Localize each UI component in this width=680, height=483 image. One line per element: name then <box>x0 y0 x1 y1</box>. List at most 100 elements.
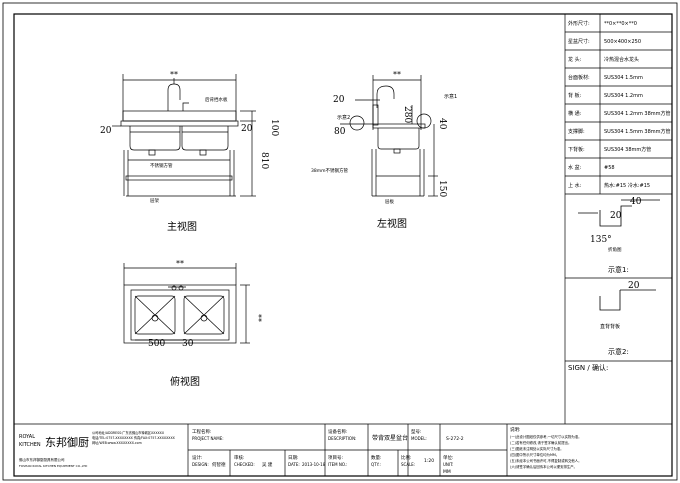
model-label-en: MODEL: <box>411 436 427 441</box>
date-label: 日期: <box>288 455 299 461</box>
spec-value: SUS304 38mm方管 <box>604 146 651 153</box>
top-500-dim: 500 <box>148 339 165 349</box>
front-width-dim: ** <box>170 70 178 79</box>
logo-cn: 东邦御厨 <box>45 435 89 449</box>
note-line: (二)若有任何修改,请于签字确认前提出。 <box>510 440 571 445</box>
spec-value: **0×**0×**0 <box>604 21 637 27</box>
note-line: (三)图纸未注明处以实际尺寸为准。 <box>510 446 564 451</box>
qty-label-en: QTY.: <box>371 462 381 467</box>
detail2-note: 直背背板 <box>600 323 620 330</box>
project-label: 工程名称: <box>192 428 212 435</box>
detail1-angle: 135° <box>590 235 612 245</box>
spec-value: #58 <box>604 165 615 171</box>
detail1-20-dim: 20 <box>610 211 622 221</box>
spec-label: 龙 头: <box>568 56 582 63</box>
sign-label: SIGN / 确认: <box>568 363 608 372</box>
title-block <box>14 423 672 476</box>
desc-label-en: DESCRIPTION: <box>328 436 356 441</box>
front-backsplash-label: 后背挡水板 <box>205 96 228 103</box>
side-40-dim: 40 <box>437 118 447 130</box>
detail-graphics <box>578 199 660 311</box>
detail1-note: 折角图 <box>608 246 622 253</box>
company-web: 网址/WEB:www.XXXXXXXX.com <box>92 440 142 445</box>
spec-value: 热水:#15 冷水:#15 <box>604 182 650 189</box>
design-label-en: DESIGN: <box>192 462 209 467</box>
side-width-dim: ** <box>393 70 401 79</box>
detail1-40-dim: 40 <box>630 197 642 207</box>
note-line: (四)图中所示尺寸单位均为MM。 <box>510 452 559 457</box>
project-label-en: PROJECT NAME: <box>192 436 224 441</box>
front-pipe-label: 不锈钢方管 <box>150 162 173 169</box>
desc-value: 带背双星盆台 <box>372 434 408 442</box>
logo-en-2: KITCHEN <box>19 442 41 448</box>
spec-label: 横 通: <box>568 110 582 117</box>
spec-label: 水 盆: <box>568 164 582 171</box>
inner-border <box>13 13 673 477</box>
company-name-en: FOSHAN ROYAL KITCHEN EQUIPMENT CO.,LTD <box>19 464 88 468</box>
model-label: 型号: <box>411 428 422 435</box>
spec-label: 上 水: <box>568 182 582 189</box>
item-label-en: ITEM NO.: <box>328 462 347 467</box>
spec-value: 冷热混合水龙头 <box>604 56 639 63</box>
side-80-dim: 80 <box>334 127 346 137</box>
unit-value: MM <box>443 469 451 475</box>
spec-label: 星盆尺寸: <box>568 38 590 45</box>
front-right-100-dim: 100 <box>269 119 279 136</box>
spec-value: 500×400×250 <box>604 39 641 45</box>
spec-table <box>564 14 672 424</box>
spec-label: 下背板: <box>568 146 585 153</box>
desc-label: 设备名称: <box>328 428 348 435</box>
spec-label: 外形尺寸: <box>568 20 590 27</box>
side-view-title: 左视图 <box>377 217 407 230</box>
top-view <box>123 263 250 344</box>
side-detail-1-label: 示意1 <box>444 93 457 100</box>
front-view <box>112 74 256 197</box>
design-label: 设计: <box>192 454 203 461</box>
detail1-caption: 示意1: <box>608 265 629 274</box>
note-line: (六)请签字确认后回传本公司以便安排生产。 <box>510 464 577 469</box>
logo-en-1: ROYAL <box>19 434 35 440</box>
detail2-caption: 示意2: <box>608 347 629 356</box>
note-line: (五)未经本公司书面许可,不得复制或转交他人。 <box>510 458 582 463</box>
scale-label-en: SCALE: <box>401 462 415 467</box>
qty-label: 数量: <box>371 454 382 461</box>
notes-title: 说明: <box>510 426 521 433</box>
front-height-dim: 810 <box>259 152 269 169</box>
date-value: 2013-10-18 <box>302 462 326 467</box>
spec-rows: 外形尺寸: **0×**0×**0 星盆尺寸: 500×400×250 龙 头:… <box>568 20 671 189</box>
side-shelf-label: 层板 <box>385 198 394 205</box>
date-label-en: DATE: <box>288 462 300 467</box>
front-undershelf-label: 层架 <box>150 198 159 204</box>
top-width-dim: ** <box>176 259 184 268</box>
front-view-title: 主视图 <box>167 220 197 233</box>
item-label: 项目号: <box>328 455 343 461</box>
company-tel: 电话/TEL:0757-XXXXXXXX 传真/FAX:0757-XXXXXXX… <box>92 435 176 440</box>
design-value: 何智德 <box>212 461 226 468</box>
checked-label-en: CHECKED: <box>234 462 255 467</box>
spec-value: SUS304 1.5mm <box>604 75 643 81</box>
side-150-dim: 150 <box>437 180 447 197</box>
scale-value: 1:20 <box>424 458 434 464</box>
side-pipe-label: 38mm不锈钢方管 <box>311 167 348 174</box>
spec-label: 背 板: <box>568 92 582 99</box>
detail2-20-dim: 20 <box>628 281 640 291</box>
top-view-title: 俯视图 <box>170 375 200 388</box>
spec-value: SUS304 1.5mm 38mm方管 <box>604 128 671 135</box>
unit-label: 单位: <box>443 454 454 461</box>
side-20-dim: 20 <box>333 95 345 105</box>
spec-value: SUS304 1.2mm 38mm方管 <box>604 110 671 117</box>
side-280-dim: 280 <box>402 106 412 123</box>
spec-label: 台面板材: <box>568 74 590 81</box>
checked-value: 吴 建 <box>262 461 273 468</box>
checked-label: 审核: <box>234 454 245 461</box>
front-left-dim: 20 <box>100 126 112 136</box>
front-right-20-dim: 20 <box>241 124 253 134</box>
model-value: S-272-2 <box>446 436 464 442</box>
top-30-dim: 30 <box>182 339 194 349</box>
side-view <box>340 75 438 197</box>
scale-label: 比例: <box>401 454 412 461</box>
company-address: 公司地址/ADDRESS:广东省佛山市禅城区XXXXXX <box>92 430 165 435</box>
top-depth-dim: ** <box>254 314 263 322</box>
